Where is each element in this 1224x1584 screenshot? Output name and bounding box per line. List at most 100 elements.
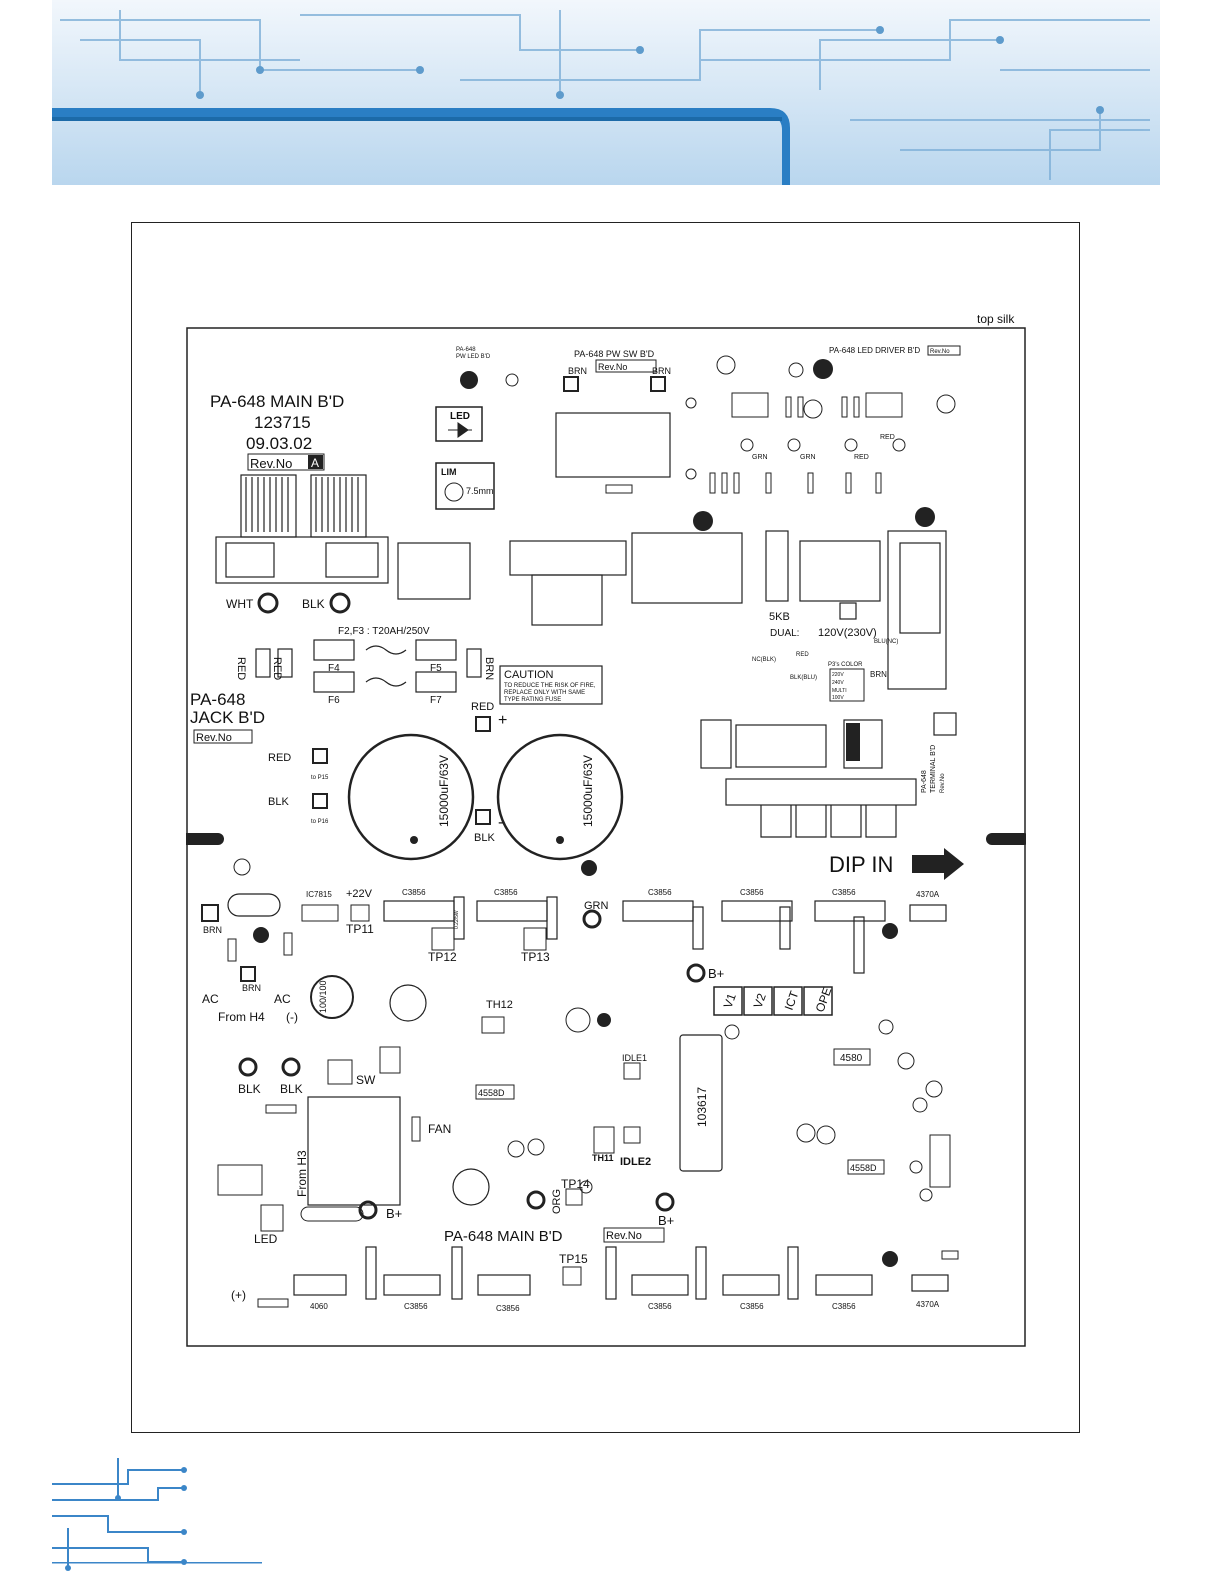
dip-in-arrow [912,848,964,880]
pw-sw-board-title: PA-648 PW SW B'D [574,349,655,359]
pcb-silkscreen: PA-648 MAIN B'D 123715 09.03.02 Rev.No A… [186,327,1026,1347]
q24-part: C3856 [740,888,764,897]
tag-ope: OPE [813,985,835,1014]
wire-brn-h18: BRN [203,925,222,935]
voltage-table-multi: MULTI [832,688,847,694]
q26-part: C3856 [648,1302,672,1311]
test-point-tp13: TP13 [521,950,550,964]
test-point-tp15: TP15 [559,1252,588,1266]
caution-line-1: TO REDUCE THE RISK OF FIRE, [504,683,596,689]
nc-blk-label: NC(BLK) [752,657,776,663]
test-point-tp14: TP14 [561,1177,590,1191]
wire-brn-f5: BRN [483,657,495,680]
p23-red-label: RED [796,652,809,658]
q18-part: 4370A [916,1300,940,1309]
wire-brn-h17: BRN [242,983,261,993]
wire-blk-h4: BLK [268,796,289,808]
fuse-f5: F5 [430,663,442,674]
from-h3-label: From H3 [295,1150,309,1197]
q30-part: C3856 [404,1302,428,1311]
jack-board-l1: PA-648 [190,690,245,709]
led-driver-board-title: PA-648 LED DRIVER B'D [829,346,920,355]
to-p15-label: to P15 [311,775,329,781]
wire-red-left1: RED [235,657,247,680]
pw-sw-brn-right: BRN [652,366,671,376]
blu-nc-label: BLU(NC) [874,639,898,645]
capacitor-left-value: 15000uF/63V [437,755,451,827]
rail-voltage-label: +22V [346,888,373,900]
regulator-label: IC7815 [306,890,332,899]
wire-blk-h16: BLK [474,832,495,844]
d20-part: 4060 [310,1302,328,1311]
tag-v2: V2 [751,991,769,1010]
neg-label: (-) [286,1010,298,1024]
q17-part: 4370A [916,890,940,899]
main-board-bottom-rev: Rev.No [606,1230,642,1242]
wire-blk-2: BLK [280,1082,303,1096]
b-plus-label-3: B+ [658,1213,674,1228]
jack-board-rev-label: Rev.No [196,732,232,744]
main-board-number: 123715 [254,413,311,432]
voltage-table-240: 240V [832,680,844,686]
dual-label: DUAL: [770,628,799,639]
fuse-f6: F6 [328,695,340,706]
main-board-date: 09.03.02 [246,434,312,453]
fuse-f4: F4 [328,663,340,674]
q24b-part: C3856 [740,1302,764,1311]
wire-org-label: ORG [551,1189,563,1214]
tag-v1: V1 [721,991,739,1010]
pw-sw-switch-body [555,412,671,478]
caution-line-2: REPLACE ONLY WITH SAME [504,690,585,696]
led-box-label: LED [450,411,470,422]
led-driver-red-1: RED [880,434,895,441]
wire-wht-label: WHT [226,597,254,611]
tag-ict: ICT [782,988,802,1012]
ic-4558d-1: 4558D [478,1088,505,1098]
pos-label: (+) [231,1288,246,1302]
voltage-table-220: 220V [832,672,844,678]
q23-part: C3856 [832,888,856,897]
silk-layer-label: top silk [977,312,1015,326]
minus-sign: - [498,814,503,831]
dip-in-label: DIP IN [829,852,893,877]
thermistor-th12: TH12 [486,999,513,1011]
lim-box-value: 7.5mm [466,486,494,496]
led-connector-label: LED [254,1232,278,1246]
plus-sign: + [498,712,507,729]
b-plus-label-2: B+ [386,1206,402,1221]
jack-board-l2: JACK B'D [190,708,265,727]
main-board-bottom-title: PA-648 MAIN B'D [444,1228,563,1245]
ic-4580: 4580 [840,1053,863,1064]
main-board-rev-label: Rev.No [250,456,292,471]
fuse-f7: F7 [430,695,442,706]
sw-label: SW [356,1073,376,1087]
q29-part: C3856 [402,888,426,897]
caution-title: CAUTION [504,669,554,681]
test-point-tp12: TP12 [428,950,457,964]
capacitor-right-value: 15000uF/63V [581,755,595,827]
ac-label-1: AC [202,992,219,1006]
from-h4-label: From H4 [218,1010,265,1024]
caution-line-3: TYPE RATING FUSE [504,697,561,703]
wire-red-left2: RED [271,657,283,680]
led-driver-grn-2: GRN [800,454,816,461]
dual-voltage-value: 120V(230V) [818,627,877,639]
idle1-label: IDLE1 [622,1053,647,1063]
main-board-rev-value: A [311,456,319,470]
th11-label: TH11 [592,1153,614,1163]
wire-red-h15: RED [471,701,494,713]
fuse-rating-note: F2,F3 : T20AH/250V [338,626,430,637]
transformer-label: 103617 [695,1087,709,1127]
terminal-board-l2: TERMINAL B'D [930,745,937,793]
ac-label-2: AC [274,992,291,1006]
q27-part: C3856 [494,888,518,897]
p3-color-label: P3's COLOR [828,662,863,668]
header-banner [52,0,1160,185]
voltage-table-100: 100V [832,695,844,701]
q25-part: C3856 [648,888,672,897]
wire-blk-h2-label: BLK [302,597,325,611]
small-capacitor-value: 100/100 [318,980,328,1013]
footer-circuit-art [52,1458,262,1571]
pw-led-board-l1: PA-648 [456,347,476,353]
to-p16-label: to P16 [311,819,329,825]
